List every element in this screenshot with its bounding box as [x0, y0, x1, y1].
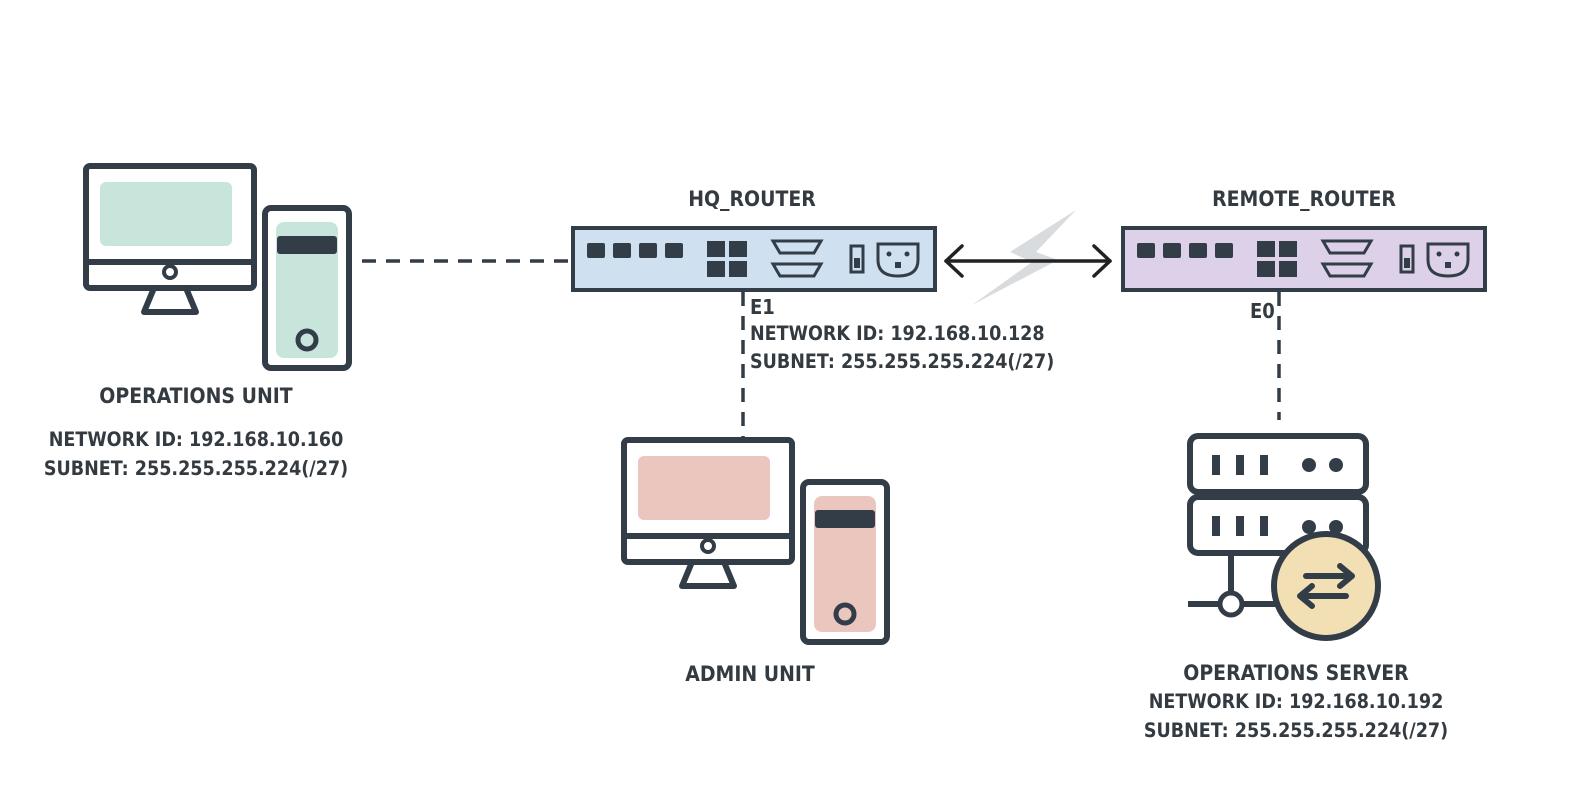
router-icon [571, 226, 937, 292]
operations-unit-subnet: SUBNET: 255.255.255.224(/27) [44, 457, 348, 480]
remote-router-label: REMOTE_ROUTER [1212, 187, 1396, 211]
router-icon [1121, 226, 1487, 292]
operations-unit-label: OPERATIONS UNIT [99, 384, 292, 408]
hq-port-label: E1 [750, 295, 775, 319]
router-panel [1121, 226, 1487, 292]
hq-subnet: SUBNET: 255.255.255.224(/27) [750, 350, 1054, 373]
operations-unit-network-id: NETWORK ID: 192.168.10.160 [49, 428, 344, 451]
wan-link-arrow [944, 244, 1112, 278]
router-panel [571, 226, 937, 292]
lightning-bolt-icon [972, 210, 1076, 305]
hq-network-id: NETWORK ID: 192.168.10.128 [750, 322, 1045, 345]
operations-server-network-id: NETWORK ID: 192.168.10.192 [1149, 690, 1444, 713]
desktop-computer-icon [621, 437, 890, 645]
transfer-arrows-icon [1271, 531, 1381, 641]
operations-server-subnet: SUBNET: 255.255.255.224(/27) [1144, 719, 1448, 742]
hq-router-label: HQ_ROUTER [688, 187, 816, 211]
admin-unit-label: ADMIN UNIT [685, 662, 815, 686]
server-icon [1187, 433, 1369, 618]
operations-server-label: OPERATIONS SERVER [1183, 661, 1409, 685]
connections [362, 259, 1281, 438]
remote-port-label: E0 [1250, 299, 1275, 323]
desktop-computer-icon [83, 163, 352, 371]
